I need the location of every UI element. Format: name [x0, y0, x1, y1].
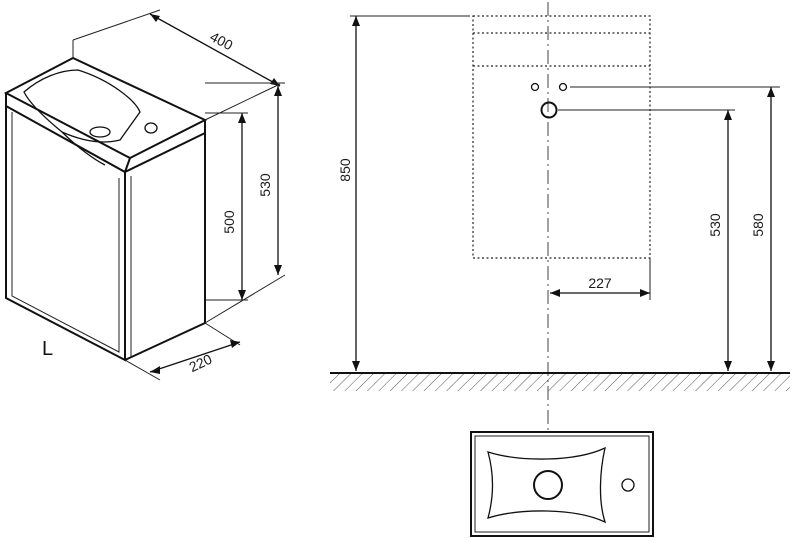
top-view-basin	[470, 431, 654, 537]
label-220: 220	[186, 351, 214, 375]
label-530-front: 530	[707, 213, 723, 237]
label-850: 850	[337, 158, 353, 182]
variant-label: L	[42, 338, 53, 360]
floor	[330, 372, 790, 391]
label-500: 500	[221, 210, 237, 234]
label-530-iso: 530	[257, 173, 273, 197]
pipe-connections	[530, 82, 568, 119]
label-227: 227	[588, 275, 612, 291]
dimension-530: 530	[204, 82, 286, 324]
cabinet-outline-dotted	[472, 15, 651, 259]
dimension-400: 400	[72, 9, 281, 121]
dimension-500: 500	[205, 112, 248, 301]
dimension-530-front: 530	[558, 109, 735, 371]
dimension-850: 850	[337, 15, 470, 371]
label-580: 580	[750, 213, 766, 237]
dimension-580: 580	[570, 86, 780, 371]
isometric-cabinet	[3, 56, 208, 362]
dimension-227: 227	[550, 258, 651, 300]
label-400: 400	[207, 28, 235, 53]
